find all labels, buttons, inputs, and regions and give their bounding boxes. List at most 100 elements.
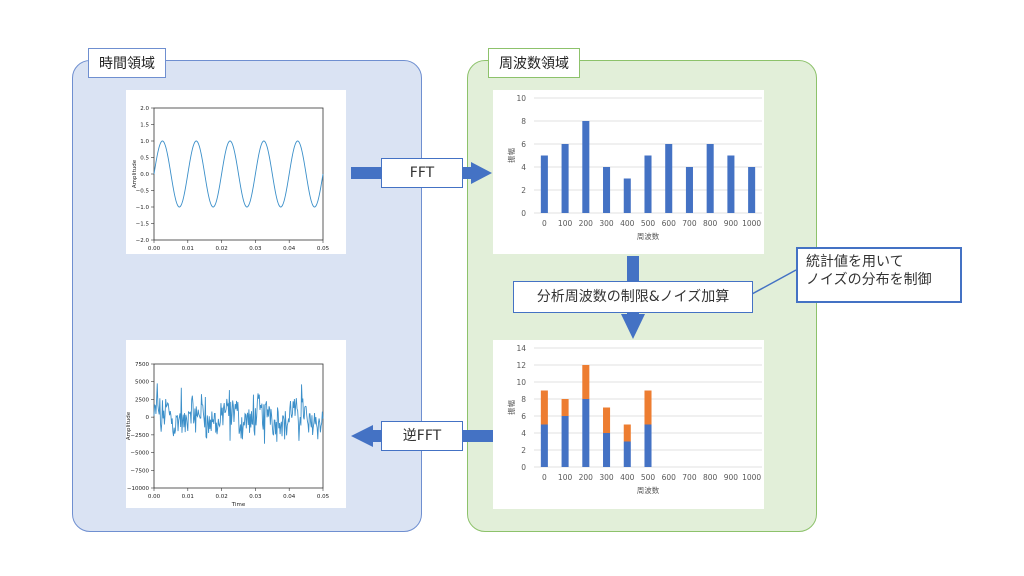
x-tick-label: 600: [662, 473, 677, 482]
bar: [623, 178, 631, 213]
y-tick-label: 2: [521, 186, 526, 195]
plot-frame: [153, 363, 324, 489]
x-tick-label: 1000: [742, 219, 761, 228]
x-tick-label: 700: [682, 473, 697, 482]
y-tick-label: 10: [516, 94, 526, 103]
bar-segment-noise: [603, 407, 611, 433]
bar: [727, 155, 735, 213]
y-tick-label: 5000: [135, 380, 149, 386]
x-tick-label: 0.01: [182, 246, 194, 252]
y-tick-label: 0.0: [140, 172, 149, 178]
y-tick-label: 2500: [135, 397, 149, 403]
bar: [685, 167, 693, 213]
y-tick-label: 0: [521, 463, 526, 472]
x-tick-label: 700: [682, 219, 697, 228]
x-tick-label: 200: [579, 473, 594, 482]
y-tick-label: −1.5: [136, 222, 150, 228]
y-tick-label: 12: [516, 361, 526, 370]
x-tick-label: 900: [724, 219, 739, 228]
x-axis-label: 周波数: [637, 485, 660, 495]
note-line-1: 統計値を用いて: [806, 254, 904, 270]
bar-segment-noise: [623, 424, 631, 442]
x-tick-label: 0.00: [148, 494, 161, 500]
y-tick-label: 0: [521, 209, 526, 218]
x-tick-label: 300: [599, 473, 614, 482]
bar-segment-signal: [603, 433, 611, 467]
y-tick-label: 7500: [135, 362, 149, 368]
y-tick-label: 8: [521, 117, 526, 126]
bar: [540, 155, 548, 213]
bar: [603, 167, 611, 213]
y-tick-label: 6: [521, 140, 526, 149]
x-tick-label: 900: [724, 473, 739, 482]
bar-segment-signal: [540, 424, 548, 467]
y-axis-label: 振幅: [506, 400, 516, 415]
x-tick-label: 0.05: [317, 246, 330, 252]
y-axis-label: Amplitude: [132, 159, 138, 188]
x-axis-label: 周波数: [637, 231, 660, 241]
x-tick-label: 600: [662, 219, 677, 228]
x-tick-label: 0.00: [148, 246, 161, 252]
process-step-label: 分析周波数の制限&ノイズ加算: [513, 281, 753, 313]
bar-segment-signal: [582, 399, 590, 467]
x-tick-label: 0.02: [215, 246, 227, 252]
y-tick-label: 0.5: [140, 156, 149, 162]
x-tick-label: 0.01: [182, 494, 194, 500]
y-tick-label: −10000: [127, 486, 150, 492]
y-axis-label: 振幅: [506, 148, 516, 163]
x-tick-label: 0.03: [249, 494, 262, 500]
bar-segment-signal: [561, 416, 569, 467]
x-tick-label: 0.04: [283, 246, 296, 252]
y-tick-label: 14: [516, 344, 526, 353]
note-line-2: ノイズの分布を制御: [806, 272, 932, 288]
y-tick-label: 2.0: [140, 106, 149, 112]
bar: [665, 144, 673, 213]
x-tick-label: 300: [599, 219, 614, 228]
x-tick-label: 0.05: [317, 494, 330, 500]
y-tick-label: 0: [146, 415, 150, 421]
bar-segment-noise: [582, 365, 590, 399]
y-tick-label: −5000: [130, 451, 149, 457]
x-tick-label: 0: [542, 219, 547, 228]
bar: [706, 144, 714, 213]
x-tick-label: 400: [620, 219, 635, 228]
y-axis-label: Amplitude: [126, 411, 132, 440]
y-tick-label: 8: [521, 395, 526, 404]
y-tick-label: −2.0: [136, 238, 150, 244]
y-tick-label: 4: [521, 429, 526, 438]
x-tick-label: 100: [558, 473, 573, 482]
bar-segment-noise: [561, 399, 569, 416]
bar-segment-noise: [540, 390, 548, 425]
x-tick-label: 800: [703, 473, 718, 482]
y-tick-label: 4: [521, 163, 526, 172]
y-tick-label: −2500: [130, 433, 149, 439]
y-tick-label: 1.0: [140, 139, 149, 145]
bar: [561, 144, 569, 213]
x-tick-label: 0: [542, 473, 547, 482]
x-tick-label: 0.04: [283, 494, 296, 500]
x-tick-label: 500: [641, 219, 656, 228]
bar-segment-signal: [644, 424, 652, 467]
x-tick-label: 1000: [742, 473, 761, 482]
signal-line: [153, 383, 324, 444]
y-tick-label: 2: [521, 446, 526, 455]
y-tick-label: 6: [521, 412, 526, 421]
signal-line: [153, 140, 324, 208]
statistics-note: 統計値を用いて ノイズの分布を制御: [796, 247, 962, 303]
y-tick-label: 10: [516, 378, 526, 387]
x-axis-label: Time: [231, 502, 246, 508]
frequency-domain-label: 周波数領域: [488, 48, 580, 78]
y-tick-label: −1.0: [136, 205, 150, 211]
x-tick-label: 200: [579, 219, 594, 228]
x-tick-label: 0.02: [215, 494, 227, 500]
bar-segment-noise: [644, 390, 652, 425]
ifft-step-label: 逆FFT: [381, 421, 463, 451]
x-tick-label: 400: [620, 473, 635, 482]
y-tick-label: −0.5: [136, 189, 150, 195]
bar-segment-signal: [623, 441, 631, 467]
fft-step-label: FFT: [381, 158, 463, 188]
bar: [644, 155, 652, 213]
